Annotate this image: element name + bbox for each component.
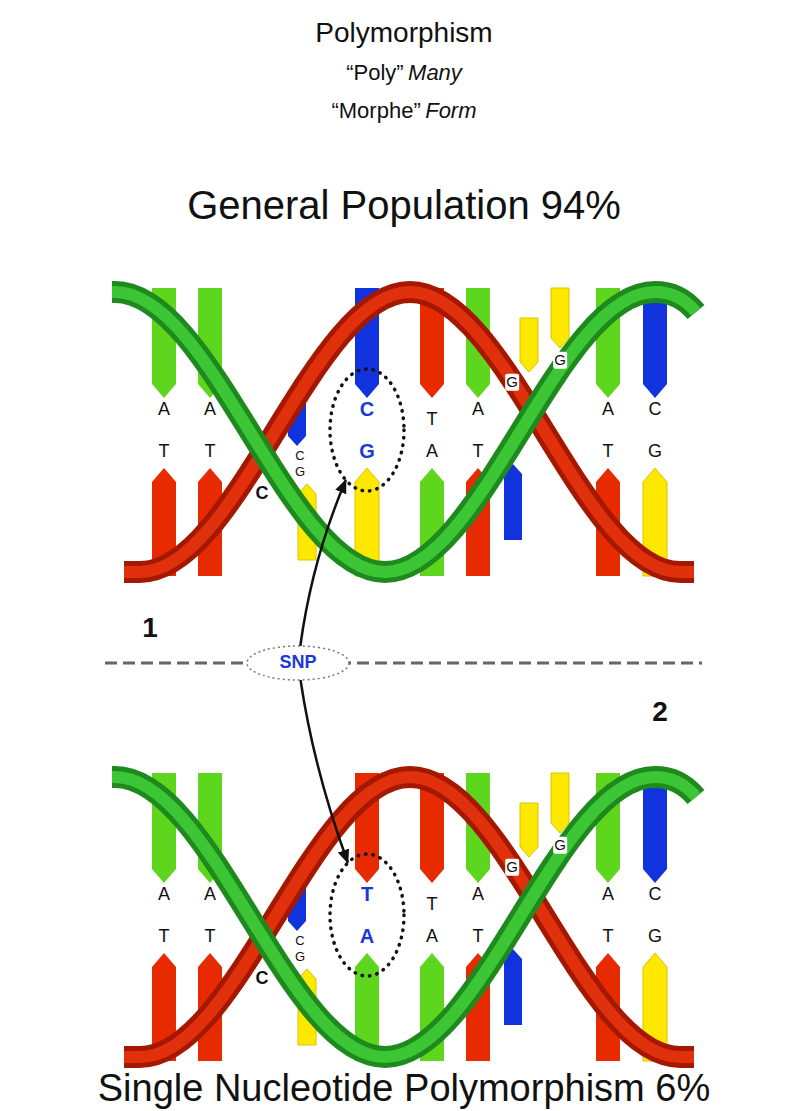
snp-label: SNP [279,653,316,673]
divider-line [105,662,702,665]
base-letter: T [602,927,615,947]
etymology-row: “Morphe”Form [0,99,808,123]
base-letter: G [294,950,306,964]
base-letter: T [204,442,217,462]
backbone-strand [124,292,694,572]
population-heading: Single Nucleotide Polymorphism 6% [98,1068,711,1110]
base-letter: A [471,400,485,420]
etymology-word: Many [408,61,462,85]
base-letter: G [505,374,519,391]
panel-number: 1 [142,613,158,644]
base-letter: C [294,934,305,948]
base-bar [520,318,538,372]
base-letter: T [426,895,439,915]
base-letter: T [359,883,375,905]
base-letter: G [647,927,663,947]
dna-backbone [112,292,696,572]
base-letter: C [294,449,305,463]
base-letter: C [358,398,376,420]
node-outline [328,367,406,493]
base-letter: A [601,400,615,420]
base-letter: T [204,927,217,947]
base-letter: A [157,400,171,420]
snp-bubble: SNP [245,644,351,682]
base-letter: T [426,410,439,430]
base-letter: G [294,465,306,479]
backbone-strand [112,292,696,572]
diagram-title: Polymorphism [315,18,492,49]
node-content: SNP [245,644,351,682]
node-content: TA [328,852,406,978]
base-letter: A [425,927,439,947]
base-letter: T [602,442,615,462]
base-letter: C [648,885,663,905]
base-letter: C [255,484,270,504]
node-ellipse [330,854,404,976]
node-content: CG [328,367,406,493]
base-bar [643,288,667,398]
snp-base-pair: CG [328,367,406,493]
base-letter: A [425,442,439,462]
base-letter: C [648,400,663,420]
etymology-word: “Poly” [346,61,403,85]
base-letter: A [203,885,217,905]
base-letter: G [505,859,519,876]
base-letter: G [647,442,663,462]
base-letter: T [472,927,485,947]
base-letter: G [553,352,567,369]
population-heading: General Population 94% [187,183,621,227]
base-letter: A [358,925,376,947]
etymology-row: “Poly”Many [0,61,808,85]
base-letter: T [158,442,171,462]
backbone-strand [124,292,694,572]
base-letter: A [471,885,485,905]
dna-backbone [112,777,696,1057]
node-ellipse [330,369,404,491]
base-letter: G [357,440,377,462]
etymology-word: “Morphe” [331,99,420,123]
base-letter: A [203,400,217,420]
snp-base-pair: TA [328,852,406,978]
base-bar [551,288,569,348]
panel-number: 2 [652,697,668,728]
node-ellipse [247,646,349,680]
base-letter: A [157,885,171,905]
base-letter: T [472,442,485,462]
backbone-strand [112,292,696,572]
snp-arrow [301,680,348,863]
etymology-word: Form [425,99,476,123]
base-bar [504,464,522,540]
base-letter: C [255,969,270,989]
base-letter: T [158,927,171,947]
base-letter: A [601,885,615,905]
base-letter: G [553,837,567,854]
snp-arrow [300,480,346,646]
node-outline [328,852,406,978]
